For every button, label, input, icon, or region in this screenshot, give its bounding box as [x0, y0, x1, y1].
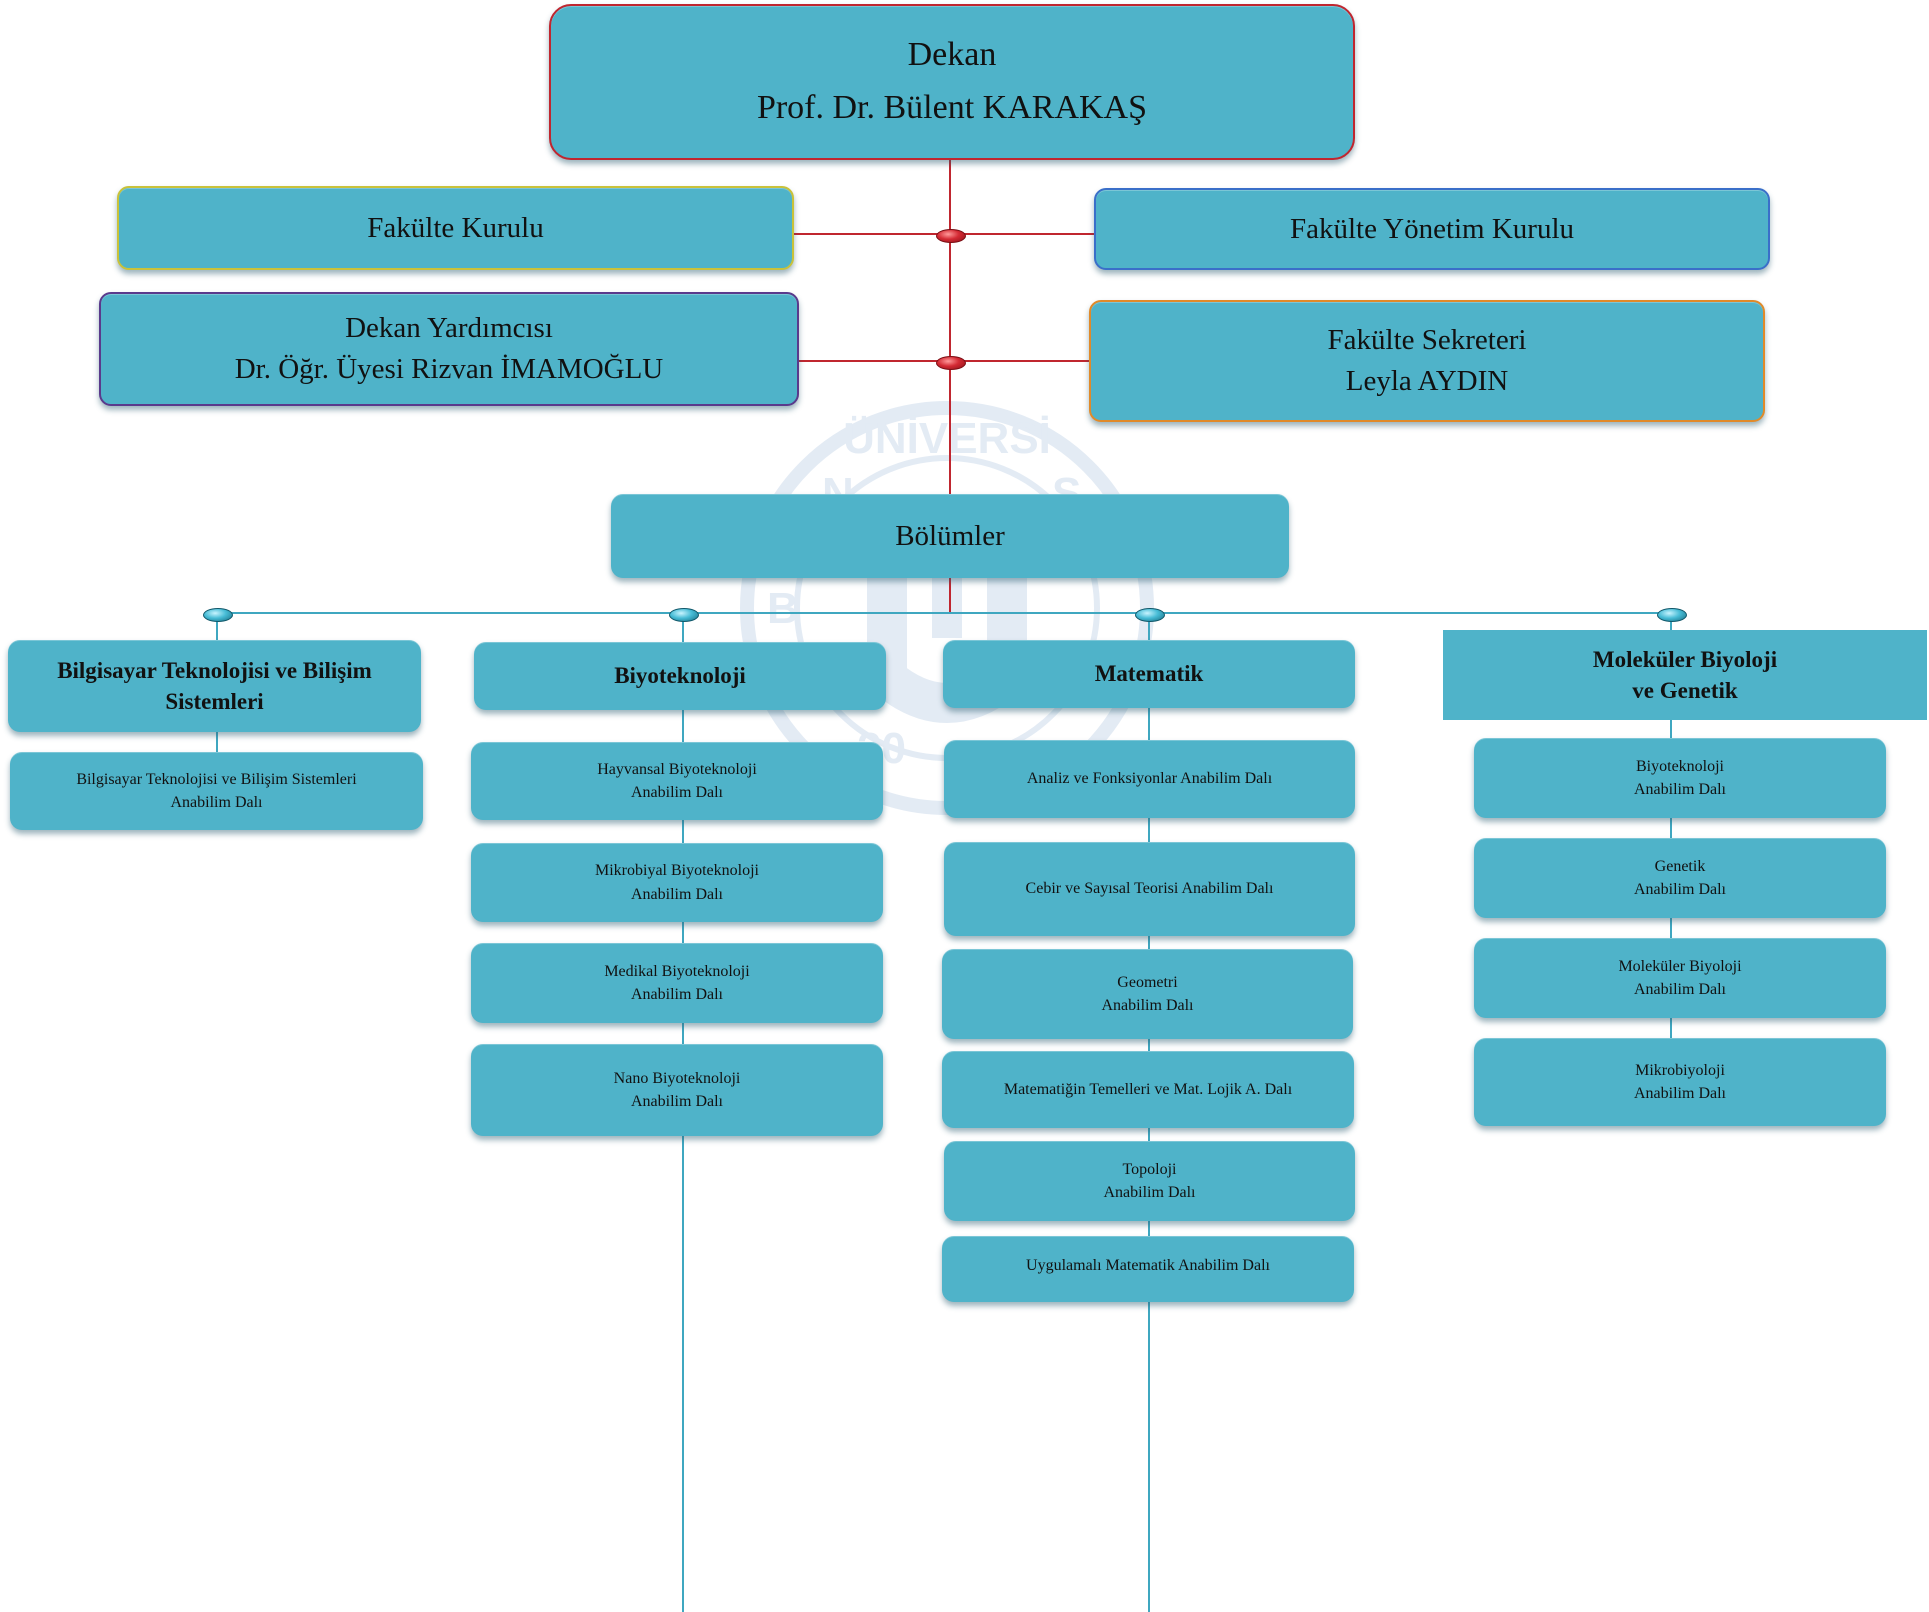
- dept-2-junction-knob: [669, 608, 699, 622]
- staff-junction-knob: [936, 356, 966, 370]
- unit-microbiology: Mikrobiyoloji Anabilim Dalı: [1474, 1038, 1886, 1126]
- unit-line1: Uygulamalı Matematik Anabilim Dalı: [1026, 1257, 1270, 1274]
- unit-line1: Matematiğin Temelleri ve Mat. Lojik A. D…: [1003, 1080, 1293, 1098]
- department-header-computer-tech: Bilgisayar Teknolojisi ve Bilişim Sistem…: [8, 640, 421, 732]
- unit-line1: Medikal Biyoteknoloji: [604, 962, 750, 980]
- faculty-board-box: Fakülte Kurulu: [117, 186, 794, 270]
- department-name-line1: Bilgisayar Teknolojisi ve Bilişim: [57, 657, 372, 683]
- dean-title: Dekan: [907, 36, 997, 74]
- executive-board-box: Fakülte Yönetim Kurulu: [1094, 188, 1770, 270]
- dean-box: Dekan Prof. Dr. Bülent KARAKAŞ: [549, 4, 1355, 160]
- unit-algebra-number-theory: Cebir ve Sayısal Teorisi Anabilim Dalı: [944, 842, 1355, 936]
- unit-biotechnology-mbg: Biyoteknoloji Anabilim Dalı: [1474, 738, 1886, 818]
- unit-line1: Biyoteknoloji: [1636, 757, 1724, 775]
- unit-molecular-biology: Moleküler Biyoloji Anabilim Dalı: [1474, 938, 1886, 1018]
- department-name-line1: Matematik: [1094, 661, 1204, 687]
- department-header-molecular-biology-genetics: Moleküler Biyoloji ve Genetik: [1443, 630, 1927, 720]
- faculty-board-label: Fakülte Kurulu: [367, 211, 544, 244]
- unit-line2: Anabilim Dalı: [1634, 881, 1726, 898]
- unit-line2: Anabilim Dalı: [1634, 781, 1726, 798]
- vice-dean-box: Dekan Yardımcısı Dr. Öğr. Üyesi Rizvan İ…: [99, 292, 799, 406]
- unit-line2: Anabilim Dalı: [1634, 1085, 1726, 1102]
- unit-line2: Anabilim Dalı: [631, 1093, 723, 1110]
- unit-line1: Geometri: [1117, 973, 1178, 991]
- dept-1-junction-knob: [203, 608, 233, 622]
- dept-3-junction-knob: [1135, 608, 1165, 622]
- unit-line1: Analiz ve Fonksiyonlar Anabilim Dalı: [1026, 770, 1273, 788]
- unit-line1: Nano Biyoteknoloji: [613, 1069, 741, 1087]
- unit-line2: Anabilim Dalı: [631, 885, 723, 903]
- unit-genetics: Genetik Anabilim Dalı: [1474, 838, 1886, 918]
- unit-computer-tech-information-systems: Bilgisayar Teknolojisi ve Bilişim Sistem…: [10, 752, 423, 830]
- unit-foundations-math-logic: Matematiğin Temelleri ve Mat. Lojik A. D…: [942, 1051, 1354, 1128]
- unit-animal-biotechnology: Hayvansal Biyoteknoloji Anabilim Dalı: [471, 742, 883, 820]
- department-header-biotechnology: Biyoteknoloji: [474, 642, 886, 710]
- executive-board-label: Fakülte Yönetim Kurulu: [1289, 212, 1575, 245]
- vice-dean-title: Dekan Yardımcısı: [345, 312, 553, 345]
- dept-4-junction-knob: [1657, 608, 1687, 622]
- unit-nano-biotechnology: Nano Biyoteknoloji Anabilim Dalı: [471, 1044, 883, 1136]
- unit-line2: Anabilim Dalı: [1103, 1184, 1196, 1201]
- department-name-line2: Sistemleri: [165, 689, 264, 714]
- unit-line1: Hayvansal Biyoteknoloji: [597, 760, 757, 778]
- unit-microbial-biotechnology: Mikrobiyal Biyoteknoloji Anabilim Dalı: [471, 843, 883, 922]
- boards-junction-knob: [936, 229, 966, 243]
- unit-line1: Topoloji: [1122, 1160, 1177, 1178]
- dean-name: Prof. Dr. Bülent KARAKAŞ: [756, 89, 1148, 126]
- secretary-name: Leyla AYDIN: [1345, 365, 1509, 397]
- unit-line1: Genetik: [1654, 857, 1706, 875]
- watermark-top-text: ÜNİVERSİ: [843, 414, 1051, 463]
- unit-topology: Topoloji Anabilim Dalı: [944, 1141, 1355, 1221]
- unit-geometry: Geometri Anabilim Dalı: [942, 949, 1353, 1039]
- unit-medical-biotechnology: Medikal Biyoteknoloji Anabilim Dalı: [471, 943, 883, 1023]
- main-vertical-connector: [949, 160, 951, 612]
- unit-line1: Bilgisayar Teknolojisi ve Bilişim Sistem…: [76, 770, 357, 788]
- unit-analysis-functions: Analiz ve Fonksiyonlar Anabilim Dalı: [944, 740, 1355, 818]
- unit-applied-mathematics: Uygulamalı Matematik Anabilim Dalı: [942, 1236, 1354, 1302]
- department-name-line1: Biyoteknoloji: [614, 663, 746, 689]
- unit-line2: Anabilim Dalı: [631, 784, 723, 801]
- departments-box: Bölümler: [611, 494, 1289, 578]
- unit-line1: Moleküler Biyoloji: [1618, 957, 1742, 975]
- department-name-line1: Moleküler Biyoloji: [1592, 646, 1778, 672]
- department-name-line2: ve Genetik: [1632, 678, 1738, 703]
- secretary-title: Fakülte Sekreteri: [1327, 324, 1527, 357]
- unit-line1: Cebir ve Sayısal Teorisi Anabilim Dalı: [1025, 880, 1274, 898]
- unit-line2: Anabilim Dalı: [1101, 997, 1194, 1014]
- unit-line1: Mikrobiyal Biyoteknoloji: [595, 862, 759, 880]
- departments-horizontal-connector: [216, 612, 1672, 614]
- unit-line1: Mikrobiyoloji: [1635, 1061, 1725, 1079]
- secretary-box: Fakülte Sekreteri Leyla AYDIN: [1089, 300, 1765, 422]
- watermark-letter-b: B: [767, 584, 799, 633]
- departments-label: Bölümler: [895, 519, 1005, 552]
- unit-line2: Anabilim Dalı: [1634, 981, 1726, 998]
- vice-dean-name: Dr. Öğr. Üyesi Rizvan İMAMOĞLU: [234, 353, 664, 385]
- unit-line2: Anabilim Dalı: [170, 794, 263, 811]
- department-header-mathematics: Matematik: [943, 640, 1355, 708]
- unit-line2: Anabilim Dalı: [631, 986, 723, 1003]
